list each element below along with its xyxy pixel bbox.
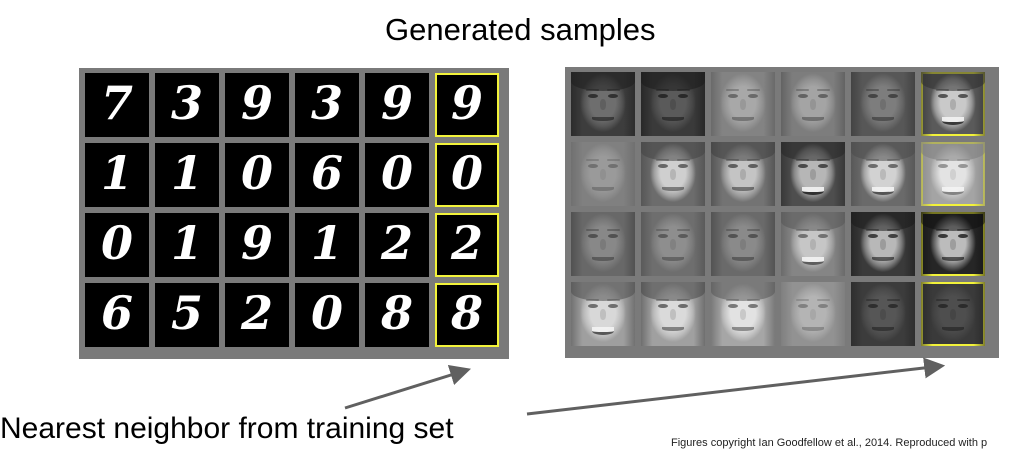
digit-glyph: 1 — [100, 146, 133, 200]
digit-glyph: 3 — [310, 76, 343, 130]
digit-glyph: 1 — [310, 216, 343, 270]
figure-title: Generated samples — [385, 12, 656, 47]
arrow-to-mnist — [344, 364, 472, 410]
generated-face — [851, 282, 915, 346]
digit-glyph: 0 — [240, 146, 273, 200]
nearest-neighbor-digit: 8 — [435, 283, 499, 347]
generated-digit: 3 — [295, 73, 359, 137]
digit-glyph: 5 — [170, 286, 203, 340]
generated-face — [851, 212, 915, 276]
digit-glyph: 6 — [310, 146, 343, 200]
nearest-neighbor-face — [921, 72, 985, 136]
generated-face — [711, 282, 775, 346]
nearest-neighbor-digit: 2 — [435, 213, 499, 277]
digit-glyph: 9 — [240, 216, 273, 270]
generated-digit: 1 — [155, 213, 219, 277]
generated-digit: 1 — [155, 143, 219, 207]
generated-face — [711, 142, 775, 206]
generated-digit: 3 — [155, 73, 219, 137]
generated-digit: 9 — [225, 213, 289, 277]
generated-face — [571, 282, 635, 346]
generated-digit: 8 — [365, 283, 429, 347]
digit-glyph: 0 — [380, 146, 413, 200]
generated-digit: 0 — [365, 143, 429, 207]
digit-glyph: 3 — [170, 76, 203, 130]
generated-digit: 2 — [365, 213, 429, 277]
digit-glyph: 6 — [100, 286, 133, 340]
generated-digit: 0 — [225, 143, 289, 207]
digit-glyph: 1 — [170, 146, 203, 200]
nearest-neighbor-digit: 0 — [435, 143, 499, 207]
generated-digit: 0 — [85, 213, 149, 277]
digit-glyph: 9 — [380, 76, 413, 130]
digit-glyph: 9 — [240, 76, 273, 130]
nearest-neighbor-face — [921, 212, 985, 276]
generated-face — [781, 212, 845, 276]
face-samples-grid — [565, 67, 999, 358]
generated-face — [851, 72, 915, 136]
generated-digit: 6 — [295, 143, 359, 207]
generated-face — [781, 142, 845, 206]
digit-glyph: 9 — [450, 76, 483, 130]
digit-glyph: 2 — [380, 216, 413, 270]
digit-glyph: 2 — [240, 286, 273, 340]
generated-face — [711, 72, 775, 136]
generated-digit: 9 — [365, 73, 429, 137]
generated-digit: 2 — [225, 283, 289, 347]
digit-glyph: 0 — [100, 216, 133, 270]
generated-face — [851, 142, 915, 206]
digit-glyph: 0 — [310, 286, 343, 340]
digit-glyph: 7 — [100, 76, 133, 130]
nearest-neighbor-label: Nearest neighbor from training set — [0, 412, 454, 445]
nearest-neighbor-digit: 9 — [435, 73, 499, 137]
arrow-to-faces — [526, 357, 946, 416]
generated-digit: 7 — [85, 73, 149, 137]
generated-face — [641, 282, 705, 346]
generated-face — [641, 72, 705, 136]
generated-face — [571, 142, 635, 206]
digit-glyph: 8 — [380, 286, 413, 340]
digit-glyph: 0 — [450, 146, 483, 200]
generated-digit: 5 — [155, 283, 219, 347]
digit-glyph: 8 — [450, 286, 483, 340]
generated-face — [571, 212, 635, 276]
generated-face — [571, 72, 635, 136]
generated-face — [781, 282, 845, 346]
generated-digit: 6 — [85, 283, 149, 347]
nearest-neighbor-face — [921, 282, 985, 346]
copyright-credit: Figures copyright Ian Goodfellow et al.,… — [671, 437, 988, 449]
generated-digit: 1 — [85, 143, 149, 207]
digit-glyph: 1 — [170, 216, 203, 270]
generated-digit: 1 — [295, 213, 359, 277]
generated-face — [711, 212, 775, 276]
nearest-neighbor-face — [921, 142, 985, 206]
generated-face — [781, 72, 845, 136]
digit-glyph: 2 — [450, 216, 483, 270]
generated-digit: 9 — [225, 73, 289, 137]
generated-digit: 0 — [295, 283, 359, 347]
generated-face — [641, 212, 705, 276]
generated-face — [641, 142, 705, 206]
